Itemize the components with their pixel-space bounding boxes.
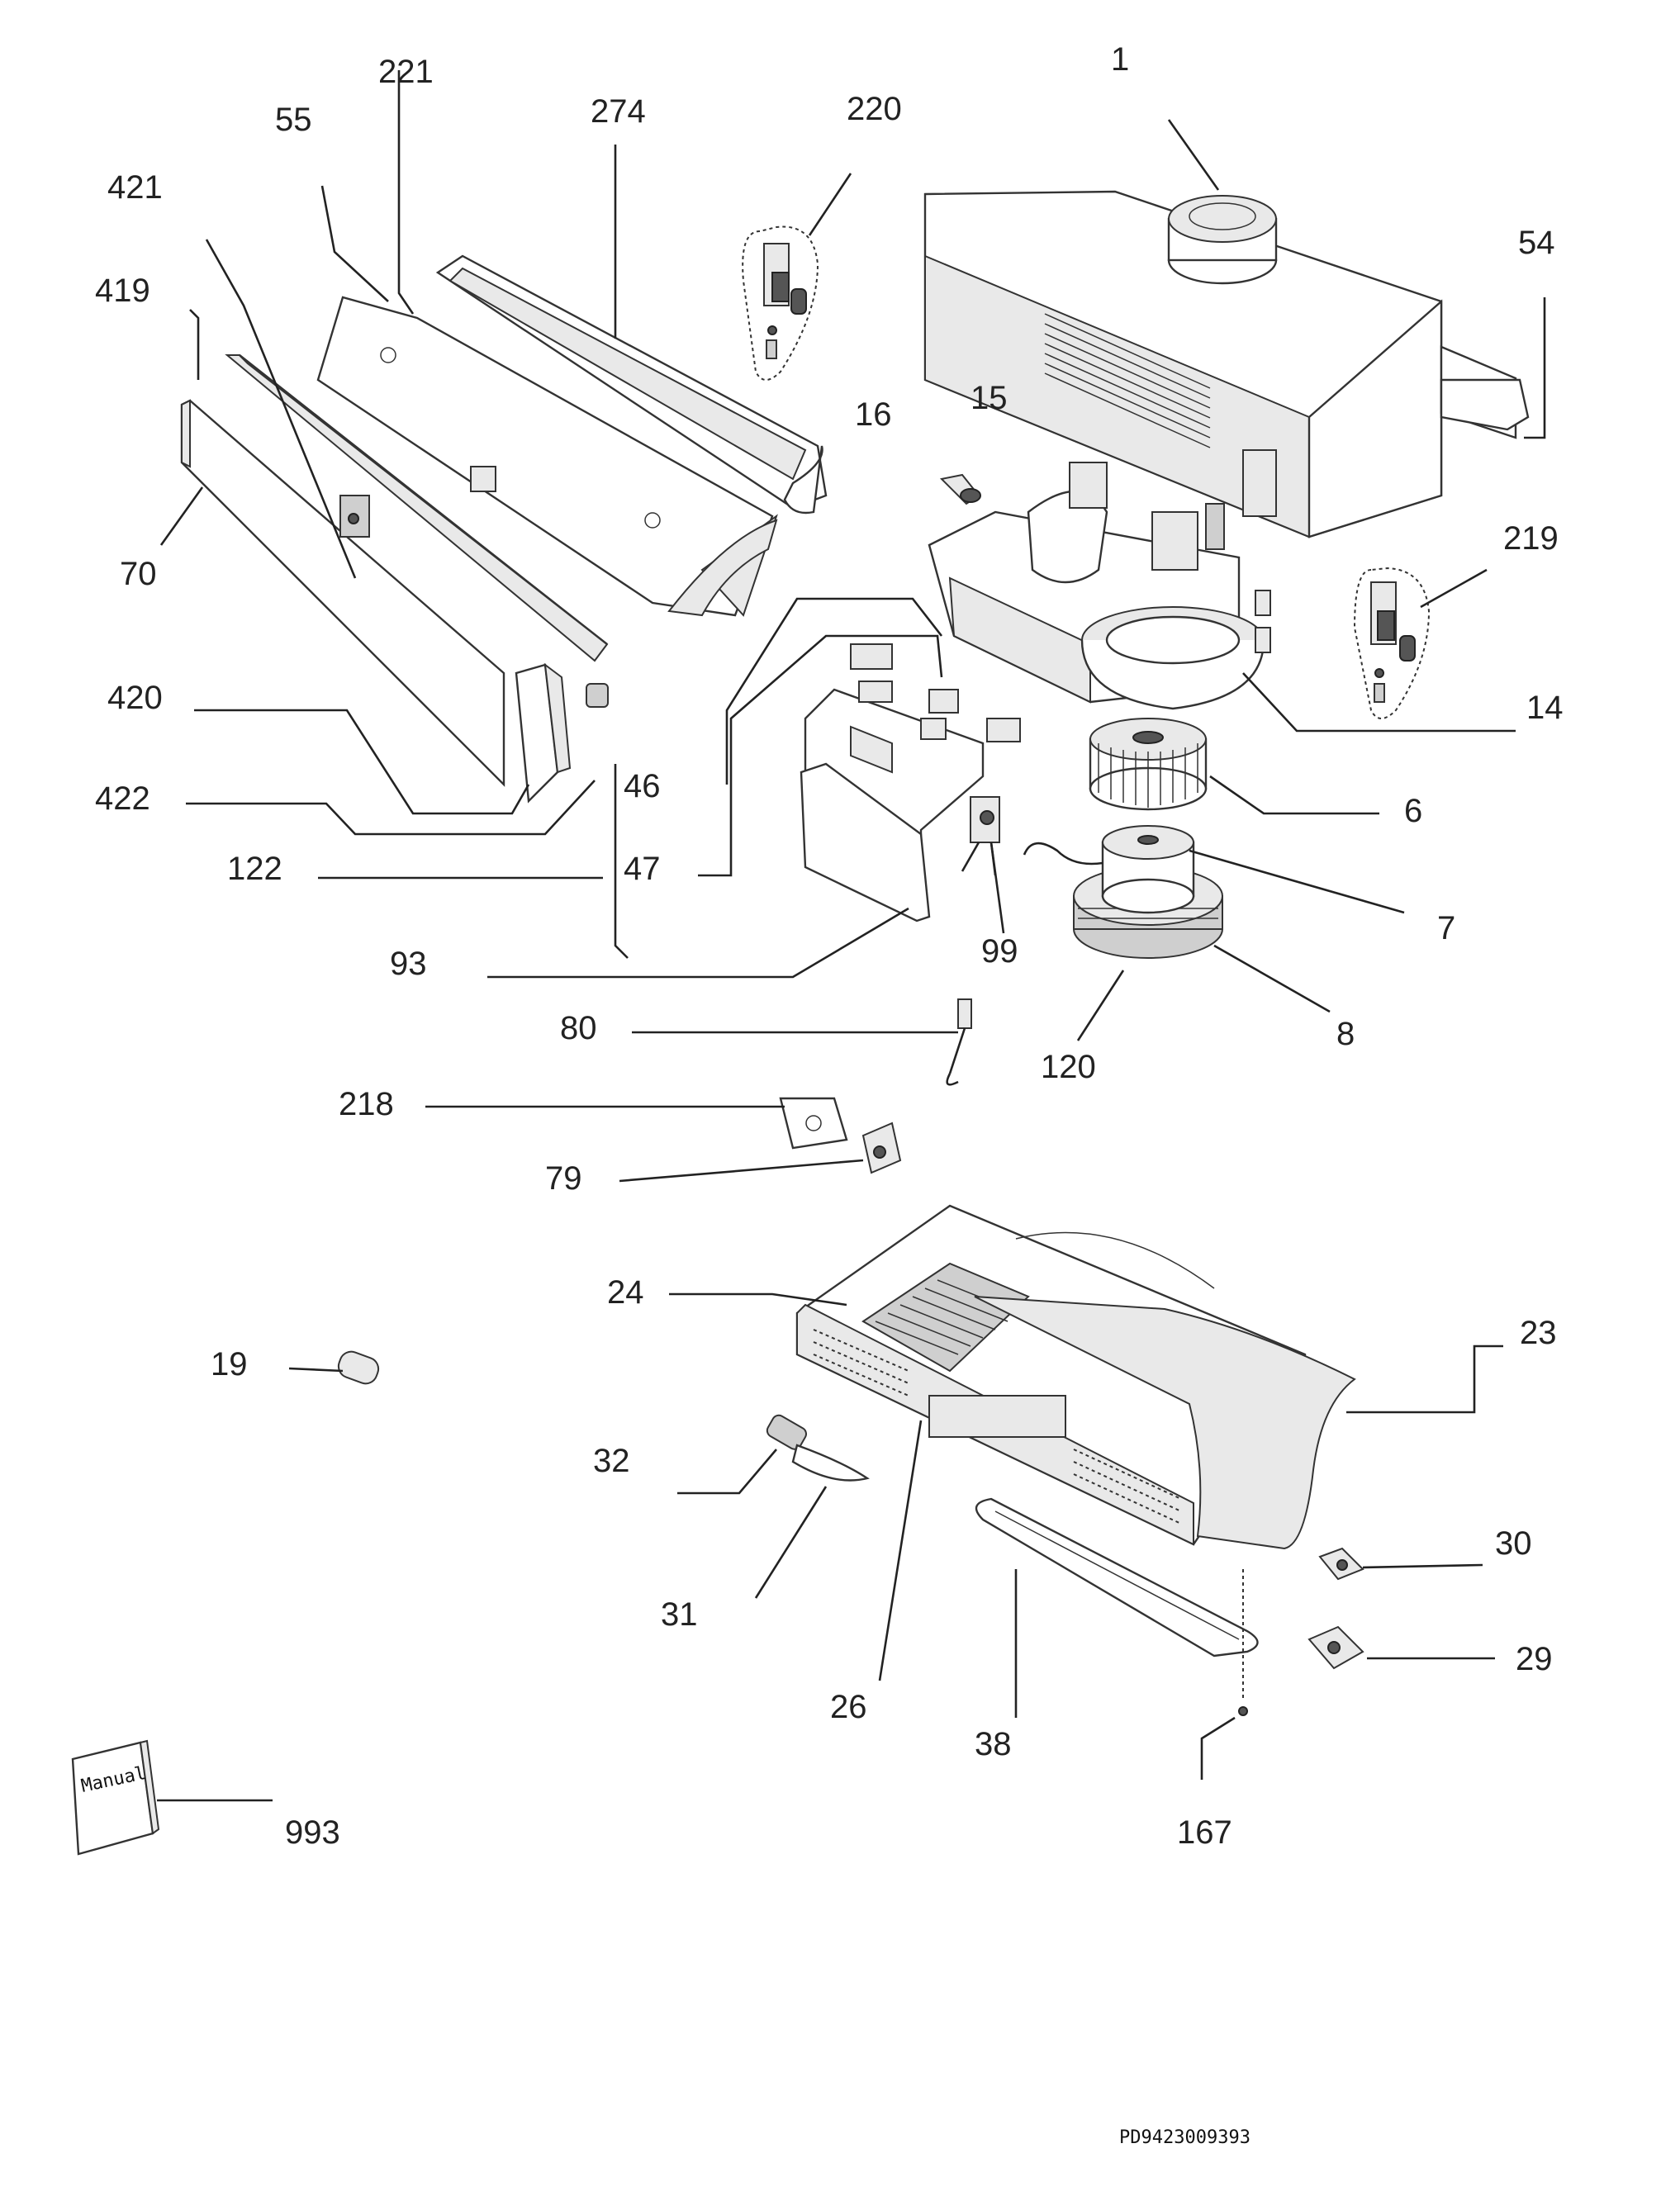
part-label-8: 8 [1336,1016,1355,1052]
part-label-26: 26 [830,1689,867,1725]
part-label-6: 6 [1404,793,1422,829]
part-label-29: 29 [1516,1641,1553,1677]
part-label-93: 93 [390,946,427,982]
part-label-38: 38 [975,1726,1012,1762]
leader-lines [157,70,1546,1802]
part-label-79: 79 [545,1160,582,1197]
part-label-120: 120 [1041,1049,1096,1085]
switch-assembly-219 [1353,567,1431,719]
part-label-54: 54 [1518,225,1555,261]
control-bracket-part [800,643,1021,922]
part-label-15: 15 [971,380,1008,416]
part-label-221: 221 [378,54,434,90]
part-label-99: 99 [981,933,1018,970]
clip-30-part [1318,1547,1364,1581]
mounting-bracket-part [779,1097,848,1150]
part-label-422: 422 [95,780,150,817]
part-label-19: 19 [211,1346,248,1382]
part-label-219: 219 [1503,520,1559,557]
vent-slats [1044,313,1211,448]
connector-block-part [861,1122,902,1174]
blower-wheel-part [1089,718,1208,811]
part-label-31: 31 [661,1596,698,1633]
part-label-30: 30 [1495,1525,1532,1562]
part-label-70: 70 [120,556,157,592]
reference-code: PD9423009393 [1119,2127,1251,2148]
knob-part [586,683,609,708]
part-label-55: 55 [275,102,312,138]
lamp-bulb-part [337,1350,380,1385]
part-label-167: 167 [1177,1814,1232,1851]
part-label-46: 46 [624,768,661,804]
part-label-993: 993 [285,1814,340,1851]
lamp-holder-part [946,998,972,1086]
front-panel-part [180,399,505,787]
part-label-32: 32 [593,1443,630,1479]
part-label-420: 420 [107,680,163,716]
part-label-14: 14 [1526,690,1564,726]
part-label-23: 23 [1520,1315,1557,1351]
light-diffuser-part [975,1497,1259,1657]
fan-housing-part [928,449,1277,710]
part-label-274: 274 [591,93,646,130]
switch-assembly-220 [742,225,819,381]
part-label-419: 419 [95,273,150,309]
part-label-122: 122 [227,851,282,887]
end-cap-part [515,662,572,804]
lamp-cover-part [766,1414,870,1482]
part-label-16: 16 [855,396,892,433]
part-label-47: 47 [624,851,661,887]
part-label-421: 421 [107,169,163,206]
part-label-7: 7 [1437,910,1455,946]
terminal-switch-part [961,796,1000,876]
rear-rail-part [1440,378,1530,431]
clip-29-part [1307,1625,1364,1670]
part-label-24: 24 [607,1274,644,1311]
filter-tray-part [795,1204,1356,1550]
fascia-bracket-part [316,296,778,617]
clip-part [939,473,981,505]
wheel-fins [1098,743,1198,808]
part-label-220: 220 [847,91,902,127]
part-label-80: 80 [560,1010,597,1046]
motor-assembly-part [1023,825,1223,959]
screw-part [1238,1569,1248,1716]
filter-channel-part [435,254,828,515]
perforation-grid-left [813,1329,1182,1525]
trim-strip-part [225,354,609,662]
manual-booklet: Manual [71,1739,160,1856]
part-label-218: 218 [339,1086,394,1122]
part-label-1: 1 [1111,41,1129,78]
hood-housing-part [923,190,1517,538]
part-number-labels: 1 221 274 55 220 421 419 54 16 15 70 219… [95,41,1564,1851]
